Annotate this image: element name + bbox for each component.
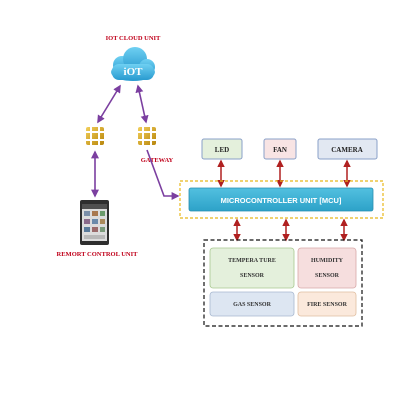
gateway-mcu-arrow bbox=[146, 149, 180, 200]
iot-logo-text: iOT bbox=[124, 66, 144, 78]
gateway-icon-right bbox=[138, 127, 156, 145]
camera-label: CAMERA bbox=[331, 146, 363, 154]
cloud-gateway-right-arrow bbox=[135, 84, 149, 124]
humidity-sensor-box bbox=[297, 247, 357, 289]
mcu-box bbox=[188, 187, 374, 212]
gateway-icon-left bbox=[86, 127, 104, 145]
fire-sensor-label: FIRE SENSOR bbox=[307, 302, 348, 308]
remote-label: REMORT CONTROL UNIT bbox=[57, 251, 139, 258]
humidity-sensor-line1: HUMIDITY bbox=[311, 258, 344, 264]
gateway-label: GATEWAY bbox=[141, 157, 174, 164]
led-box bbox=[201, 138, 243, 160]
temperature-sensor-box bbox=[209, 247, 295, 289]
fire-sensor-box bbox=[297, 291, 357, 317]
temperature-sensor-line1: TEMPERA TURE bbox=[228, 258, 276, 264]
gas-sensor-label: GAS SENSOR bbox=[233, 302, 272, 308]
mcu-label: MICROCONTROLLER UNIT [MCU] bbox=[221, 196, 342, 205]
humidity-sensor-line2: SENSOR bbox=[315, 273, 340, 279]
led-label: LED bbox=[215, 146, 229, 154]
camera-box bbox=[317, 138, 378, 160]
cloud-title: IOT CLOUD UNIT bbox=[106, 35, 161, 42]
mcu-dashed-frame bbox=[179, 180, 384, 219]
fan-box bbox=[263, 138, 297, 160]
temperature-sensor-line2: SENSOR bbox=[240, 273, 265, 279]
cloud-gateway-left-arrow bbox=[97, 84, 121, 124]
sensor-dashed-frame bbox=[203, 239, 363, 327]
gas-sensor-box bbox=[209, 291, 295, 317]
cloud-icon bbox=[111, 47, 155, 81]
fan-label: FAN bbox=[273, 146, 287, 154]
remote-phone-icon bbox=[80, 200, 109, 245]
